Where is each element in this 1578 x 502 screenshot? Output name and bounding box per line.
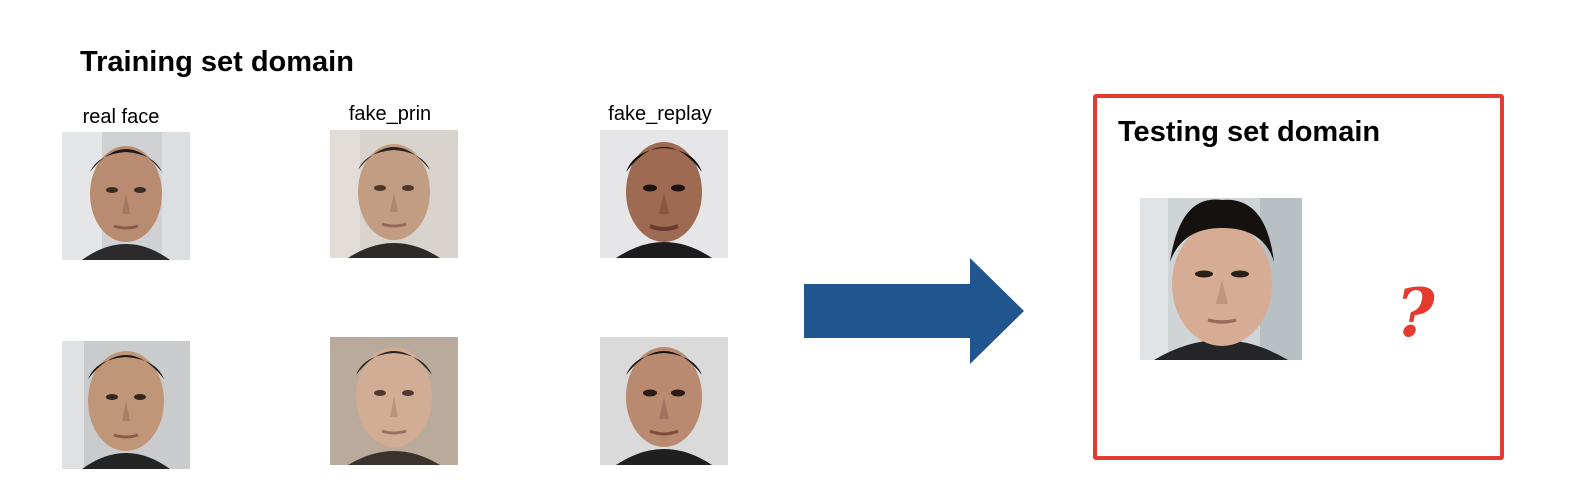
face-photo-print-top xyxy=(330,130,458,258)
face-photo-test xyxy=(1140,198,1302,360)
testing-set-title: Testing set domain xyxy=(1118,116,1381,148)
face-photo-replay-bottom xyxy=(600,337,728,465)
face-photo-print-bottom xyxy=(330,337,458,465)
face-photo-replay-top xyxy=(600,130,728,258)
question-mark-icon: ? xyxy=(1396,274,1435,352)
column-label-fake-prin: fake_prin xyxy=(348,103,432,125)
face-photo-real-bottom xyxy=(62,341,190,469)
column-label-real-face: real face xyxy=(82,106,160,128)
training-set-title: Training set domain xyxy=(80,46,354,78)
column-label-fake-replay: fake_replay xyxy=(608,103,712,125)
face-photo-real-top xyxy=(62,132,190,260)
testing-set-box xyxy=(1093,94,1504,460)
right-arrow-icon xyxy=(804,258,1026,364)
